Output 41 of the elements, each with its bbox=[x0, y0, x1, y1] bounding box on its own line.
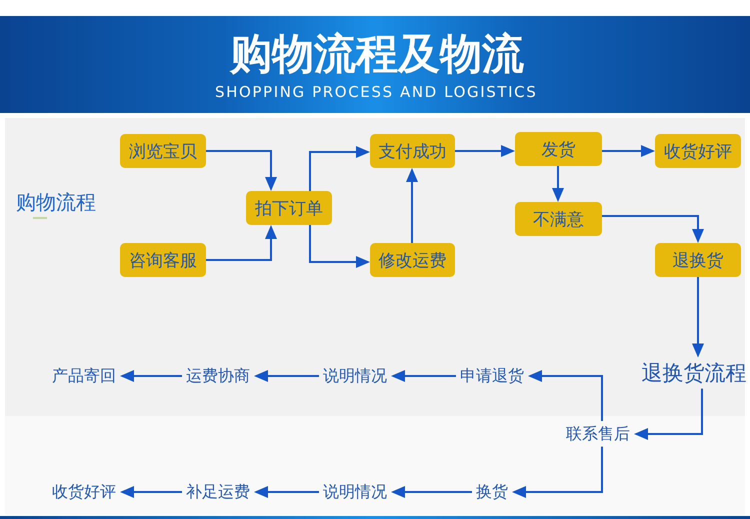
step-text: 补足运费 bbox=[186, 483, 250, 501]
step-text: 收货好评 bbox=[52, 483, 116, 501]
arrow bbox=[254, 486, 319, 498]
arrow bbox=[120, 486, 182, 498]
flow-heading: 退换货流程 bbox=[642, 362, 746, 385]
arrow bbox=[634, 388, 703, 440]
arrow bbox=[120, 370, 182, 382]
arrow bbox=[254, 370, 319, 382]
process-box: 退换货 bbox=[655, 243, 741, 277]
arrow bbox=[602, 215, 704, 243]
arrow bbox=[206, 150, 277, 191]
arrow bbox=[528, 370, 603, 421]
arrow bbox=[455, 145, 515, 157]
arrow bbox=[512, 446, 603, 498]
arrow bbox=[391, 370, 456, 382]
process-box: 浏览宝贝 bbox=[120, 134, 206, 168]
process-box: 不满意 bbox=[515, 202, 602, 236]
process-box: 支付成功 bbox=[370, 134, 455, 168]
arrow bbox=[406, 168, 418, 243]
step-text: 换货 bbox=[476, 483, 508, 501]
step-text: 运费协商 bbox=[186, 367, 250, 385]
step-text: 产品寄回 bbox=[52, 367, 116, 385]
process-box: 收货好评 bbox=[655, 134, 741, 168]
arrow bbox=[602, 145, 655, 157]
banner-title: 购物流程及物流 bbox=[230, 32, 524, 76]
process-box: 拍下订单 bbox=[246, 191, 332, 225]
arrow bbox=[391, 486, 472, 498]
step-text: 说明情况 bbox=[323, 483, 387, 501]
process-box: 修改运费 bbox=[370, 243, 455, 277]
section-heading: 购物流程 bbox=[16, 191, 96, 213]
arrow bbox=[309, 225, 370, 268]
arrow bbox=[692, 277, 704, 358]
process-box: 发货 bbox=[515, 132, 602, 166]
banner-subtitle: SHOPPING PROCESS AND LOGISTICS bbox=[215, 84, 538, 100]
step-text: 申请退货 bbox=[460, 367, 524, 385]
process-box: 咨询客服 bbox=[120, 243, 206, 277]
step-text: 说明情况 bbox=[323, 367, 387, 385]
step-text: 联系售后 bbox=[566, 425, 630, 443]
arrow bbox=[309, 146, 370, 191]
arrow bbox=[206, 225, 277, 261]
arrow bbox=[552, 166, 564, 202]
